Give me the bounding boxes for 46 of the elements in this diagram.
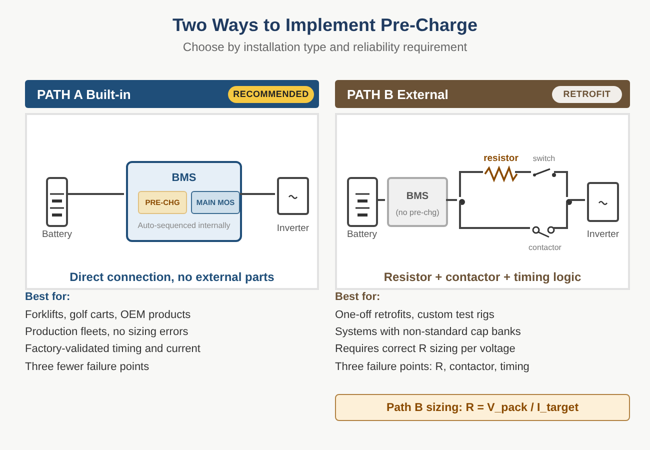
component-label: (no pre-chg) bbox=[396, 208, 440, 218]
header-title: PATH A Built-in bbox=[37, 87, 131, 103]
component-label: contactor bbox=[528, 243, 562, 253]
bms-title: BMS bbox=[406, 191, 429, 203]
diagram-panel bbox=[25, 113, 319, 290]
list-heading: Best for: bbox=[335, 291, 380, 303]
wire bbox=[515, 171, 531, 173]
list-item: Requires correct R sizing per voltage bbox=[335, 343, 516, 355]
subtitle: Choose by installation type and reliability requirement bbox=[182, 40, 468, 54]
status-badge: RETROFIT bbox=[552, 86, 622, 103]
bms-box bbox=[387, 177, 448, 227]
wire bbox=[66, 193, 124, 195]
panel-header bbox=[335, 80, 630, 108]
wire bbox=[459, 171, 483, 197]
component-label: switch bbox=[532, 154, 556, 164]
panel-header bbox=[25, 80, 319, 108]
header-title: PATH B External bbox=[347, 87, 448, 103]
panel-caption: Resistor + contactor + timing logic bbox=[384, 270, 582, 284]
component-label: Inverter bbox=[276, 223, 310, 234]
list-item: Three fewer failure points bbox=[25, 361, 150, 373]
wire bbox=[459, 203, 530, 229]
formula-box: Path B sizing: R = V_pack / I_target bbox=[335, 394, 630, 421]
list-item: Production fleets, no sizing errors bbox=[25, 326, 188, 338]
list-item: Factory-validated timing and current bbox=[25, 343, 200, 355]
component-label: resistor bbox=[484, 153, 518, 164]
component-label: Inverter bbox=[586, 229, 620, 240]
panel-caption: Direct connection, no external parts bbox=[70, 270, 274, 284]
diagram-panel bbox=[335, 113, 630, 290]
wire bbox=[553, 203, 568, 229]
wire bbox=[446, 199, 457, 201]
bms-box bbox=[126, 161, 242, 242]
bms-title: BMS bbox=[172, 172, 196, 186]
list-item: Three failure points: R, contactor, timing bbox=[335, 361, 530, 373]
wire bbox=[570, 199, 585, 201]
list-heading: Best for: bbox=[25, 291, 70, 303]
bms-note: Auto-sequenced internally bbox=[138, 221, 230, 231]
list-item: Forklifts, golf carts, OEM products bbox=[25, 309, 191, 321]
diagram-title: Two Ways to Implement Pre-Charge bbox=[171, 15, 479, 36]
component-label: Battery bbox=[42, 229, 72, 240]
component-label: Battery bbox=[346, 229, 378, 240]
wire bbox=[240, 193, 275, 195]
wire bbox=[376, 199, 385, 201]
wire bbox=[554, 171, 568, 197]
list-item: Systems with non-standard cap banks bbox=[335, 326, 521, 338]
list-item: One-off retrofits, custom test rigs bbox=[335, 309, 494, 321]
status-badge: RECOMMENDED bbox=[228, 86, 314, 103]
